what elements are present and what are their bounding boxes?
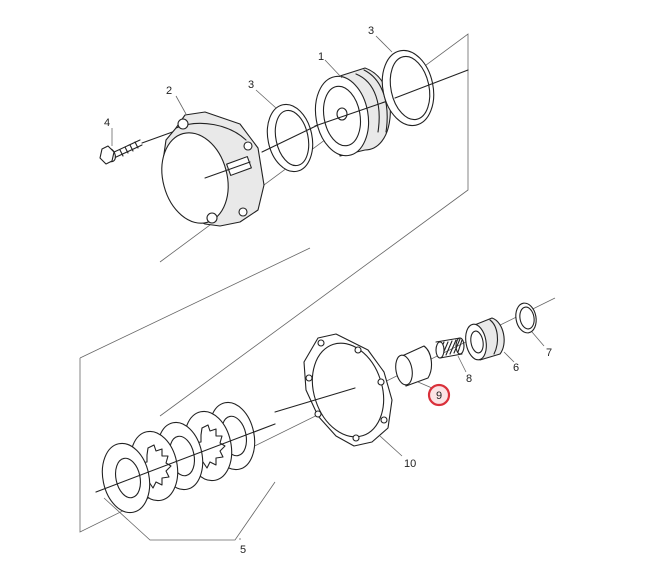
clutch-disc-pack-part[interactable]	[95, 398, 276, 541]
callout-8: 8	[466, 373, 472, 385]
o-ring-right-part[interactable]	[376, 46, 469, 131]
callout-10: 10	[404, 458, 416, 470]
spring-part[interactable]	[435, 337, 465, 359]
sleeve-part[interactable]	[394, 345, 433, 387]
gasket-part[interactable]	[274, 333, 395, 447]
plug-part[interactable]	[463, 317, 505, 361]
callout-3-left: 3	[248, 79, 254, 91]
lower-assembly-frame	[79, 247, 556, 533]
callout-9-highlight[interactable]: 9	[427, 383, 451, 407]
callout-1: 1	[318, 51, 324, 63]
o-ring-left-part[interactable]	[261, 100, 319, 176]
cover-part[interactable]	[152, 111, 265, 231]
callout-2: 2	[166, 85, 172, 97]
piston-part[interactable]	[309, 67, 403, 160]
callout-9: 9	[436, 390, 442, 402]
small-o-ring-part[interactable]	[514, 301, 539, 334]
callout-6: 6	[513, 362, 519, 374]
callout-4: 4	[104, 117, 110, 129]
callout-7: 7	[546, 347, 552, 359]
callout-3-right: 3	[368, 25, 374, 37]
callout-5: 5	[240, 544, 246, 556]
leader-lines	[111, 35, 545, 540]
upper-assembly-frame	[159, 33, 469, 417]
